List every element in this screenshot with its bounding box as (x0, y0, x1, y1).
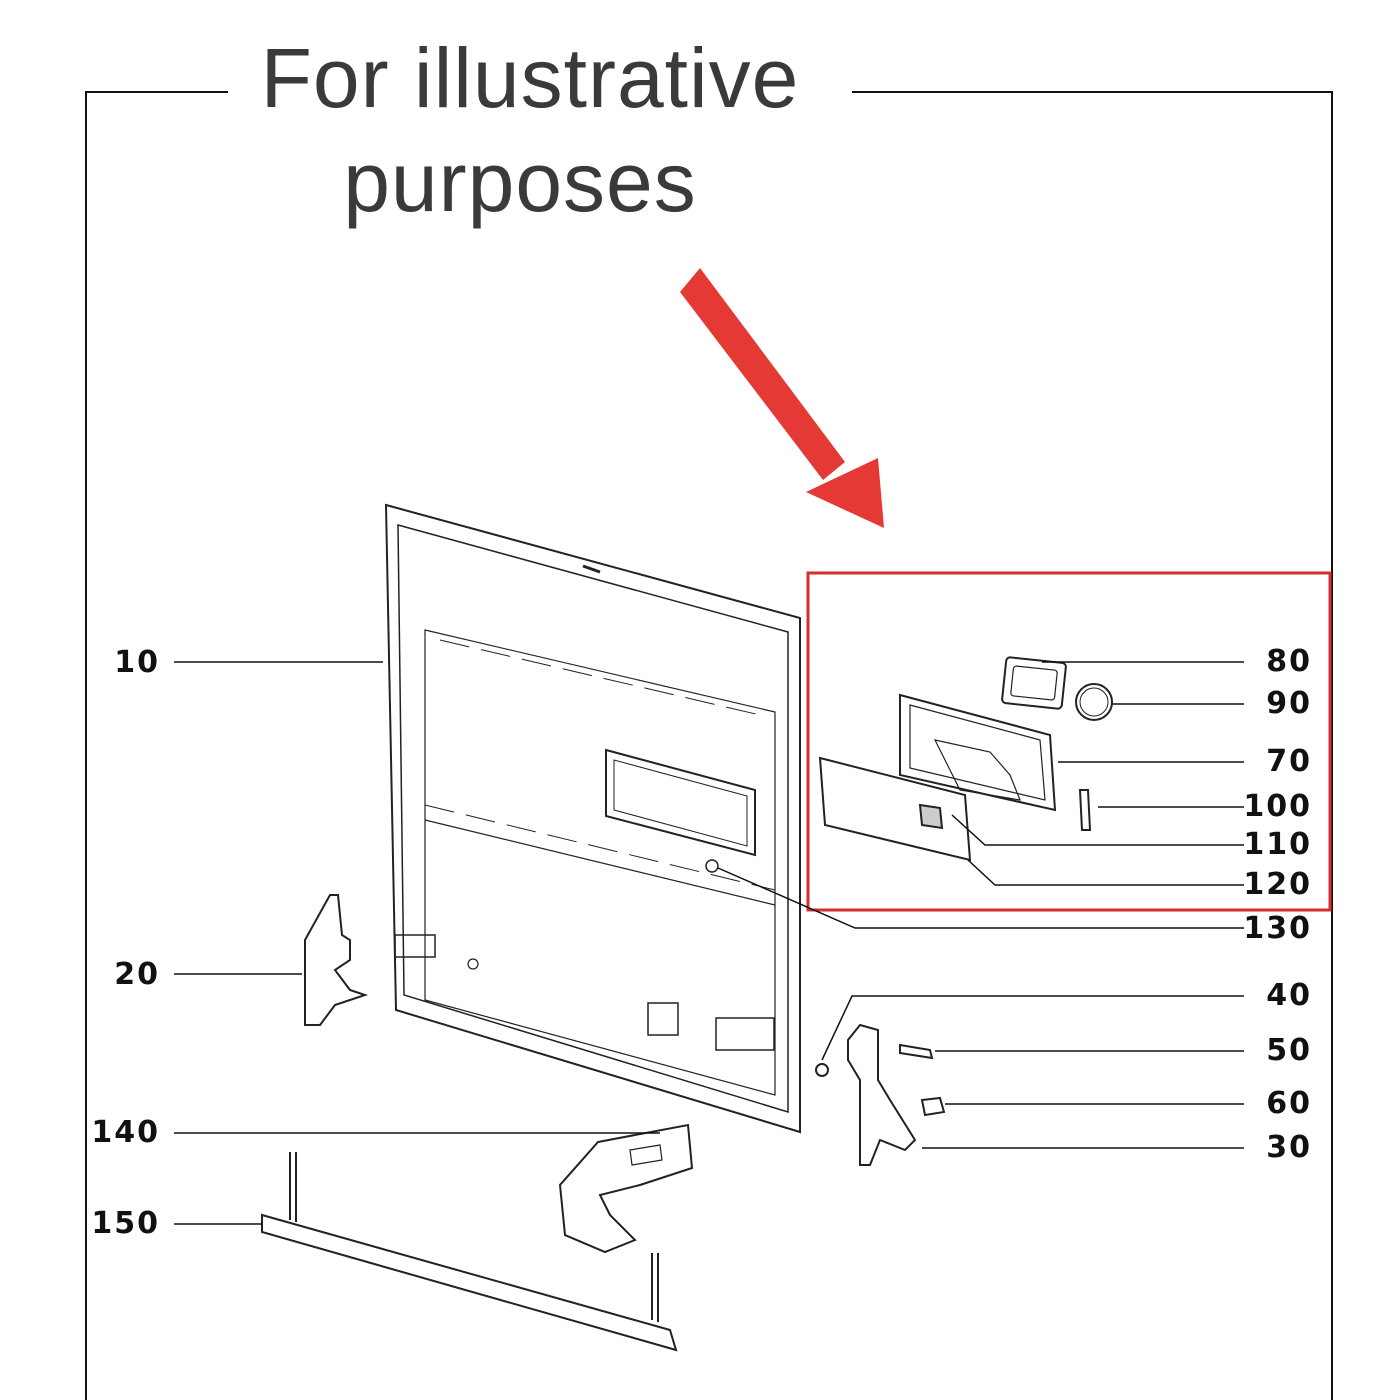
callout-120: 120 (1243, 867, 1312, 902)
callout-40: 40 (1266, 978, 1312, 1013)
leader-lines (174, 661, 1244, 1225)
control-panel-parts (818, 656, 1113, 862)
callout-70: 70 (1266, 744, 1312, 779)
door-panel (384, 503, 801, 1134)
callout-50: 50 (1266, 1033, 1312, 1068)
bracket-140 (558, 1123, 694, 1254)
red-arrow-icon (680, 268, 884, 528)
watermark-title-line-2: purposes (343, 135, 697, 229)
callout-150: 150 (91, 1206, 160, 1241)
callout-110: 110 (1243, 827, 1312, 862)
highlight-box (806, 571, 1332, 912)
callout-140: 140 (91, 1115, 160, 1150)
callout-100: 100 (1243, 789, 1312, 824)
hinge-left (304, 894, 369, 1026)
callout-10: 10 (114, 645, 160, 680)
hinge-right (815, 1023, 946, 1166)
callout-30: 30 (1266, 1130, 1312, 1165)
callout-20: 20 (114, 957, 160, 992)
callout-130: 130 (1243, 911, 1312, 946)
callout-60: 60 (1266, 1086, 1312, 1121)
callout-80: 80 (1266, 644, 1312, 679)
plinth-bar-150 (261, 1152, 678, 1352)
frame-border (85, 91, 1333, 1400)
callout-90: 90 (1266, 686, 1312, 721)
watermark-title-line-1: For illustrative (260, 31, 800, 125)
